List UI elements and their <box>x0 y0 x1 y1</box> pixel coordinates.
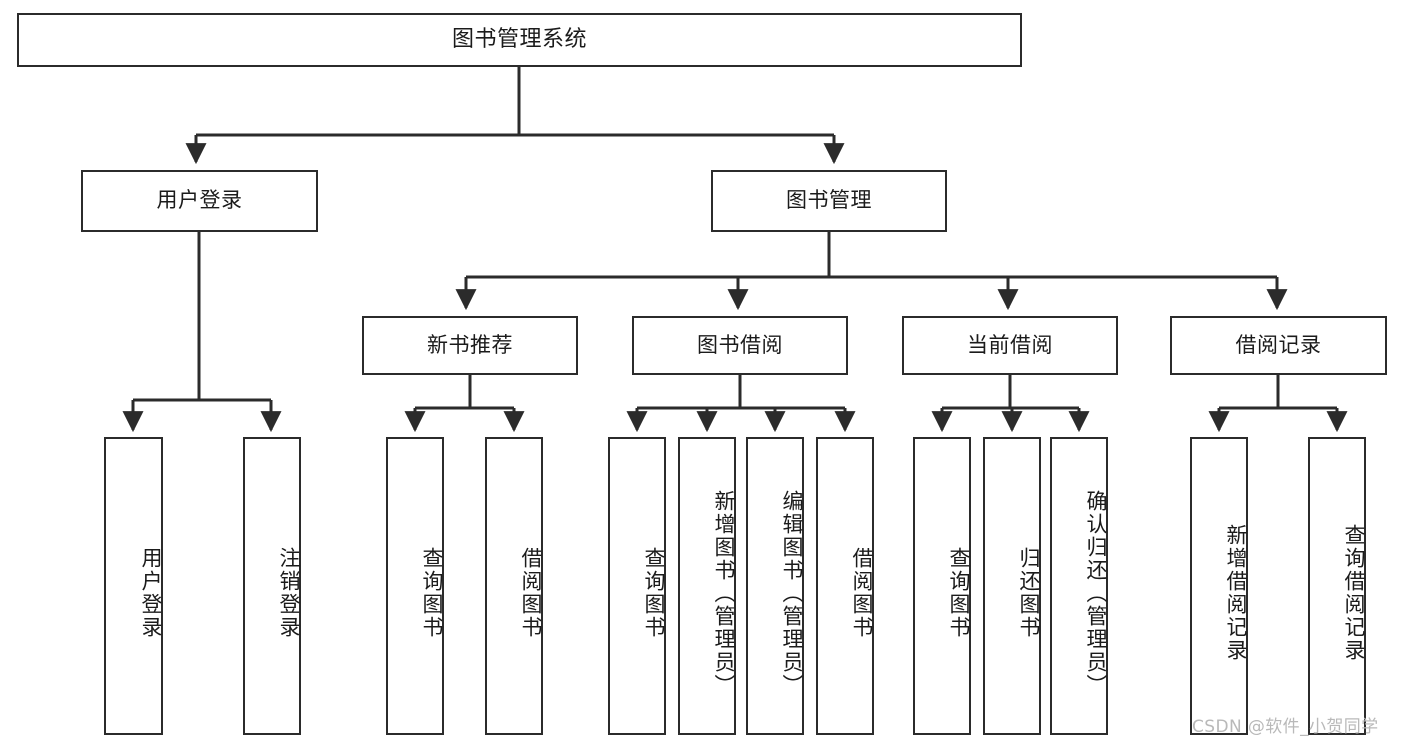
node-label: 编辑图书（管理员） <box>780 489 804 697</box>
node-label: 注销登录 <box>277 547 301 639</box>
node-leaf-edit-book[interactable]: 编辑图书（管理员） <box>746 437 804 735</box>
node-label: 新增图书（管理员） <box>712 489 736 697</box>
node-leaf-query-book-1[interactable]: 查询图书 <box>386 437 444 735</box>
node-label: 查询图书 <box>420 547 444 639</box>
node-label: 归还图书 <box>1017 547 1041 639</box>
node-label: 查询借阅记录 <box>1342 524 1366 662</box>
node-label: 图书管理系统 <box>451 26 587 52</box>
node-leaf-borrow-book-1[interactable]: 借阅图书 <box>485 437 543 735</box>
node-leaf-add-book[interactable]: 新增图书（管理员） <box>678 437 736 735</box>
node-label: 确认归还（管理员） <box>1084 489 1108 697</box>
node-book-manage[interactable]: 图书管理 <box>711 170 947 232</box>
node-leaf-borrow-book-2[interactable]: 借阅图书 <box>816 437 874 735</box>
node-label: 查询图书 <box>947 547 971 639</box>
node-leaf-query-book-3[interactable]: 查询图书 <box>913 437 971 735</box>
node-root[interactable]: 图书管理系统 <box>17 13 1022 67</box>
node-label: 借阅记录 <box>1235 332 1322 357</box>
node-leaf-add-record[interactable]: 新增借阅记录 <box>1190 437 1248 735</box>
node-label: 借阅图书 <box>850 547 874 639</box>
node-leaf-return-book[interactable]: 归还图书 <box>983 437 1041 735</box>
node-label: 查询图书 <box>642 547 666 639</box>
node-label: 新增借阅记录 <box>1224 524 1248 662</box>
node-leaf-confirm-return[interactable]: 确认归还（管理员） <box>1050 437 1108 735</box>
node-leaf-query-book-2[interactable]: 查询图书 <box>608 437 666 735</box>
node-leaf-user-login[interactable]: 用户登录 <box>104 437 163 735</box>
node-label: 图书管理 <box>786 188 872 213</box>
node-label: 用户登录 <box>156 188 243 213</box>
edges-root <box>122 67 1348 433</box>
node-new-book-rec[interactable]: 新书推荐 <box>362 316 578 375</box>
node-user-login[interactable]: 用户登录 <box>81 170 318 232</box>
node-leaf-logout-login[interactable]: 注销登录 <box>243 437 301 735</box>
node-label: 新书推荐 <box>427 332 513 357</box>
node-book-borrow[interactable]: 图书借阅 <box>632 316 848 375</box>
node-label: 图书借阅 <box>697 332 783 357</box>
node-borrow-record[interactable]: 借阅记录 <box>1170 316 1387 375</box>
node-leaf-query-record[interactable]: 查询借阅记录 <box>1308 437 1366 735</box>
node-current-borrow[interactable]: 当前借阅 <box>902 316 1118 375</box>
node-label: 当前借阅 <box>967 332 1053 357</box>
node-label: 用户登录 <box>139 547 163 639</box>
node-label: 借阅图书 <box>519 547 543 639</box>
